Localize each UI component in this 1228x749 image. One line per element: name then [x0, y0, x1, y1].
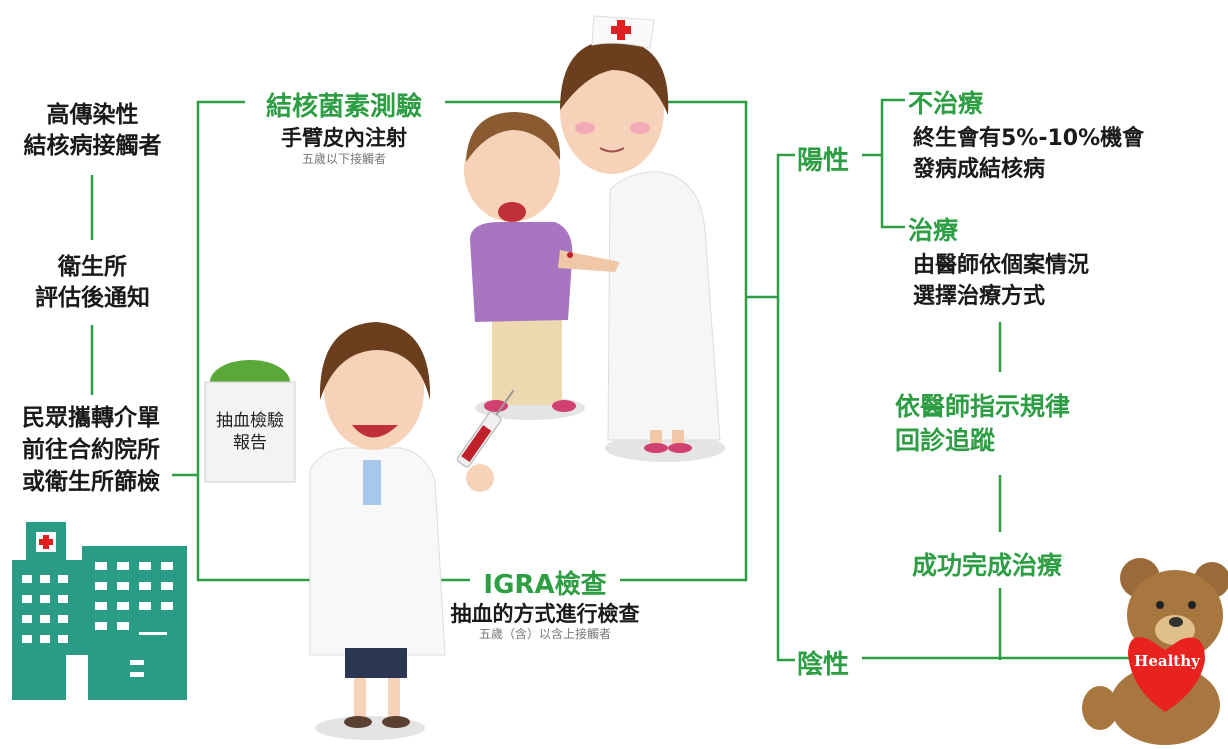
boy-illustration [464, 112, 620, 420]
tst-note: 五歲以下接觸者 [301, 152, 386, 166]
no-treatment-desc: 終生會有5%-10%機會 發病成結核病 [913, 123, 1144, 185]
followup-text: 依醫師指示規律 回診追蹤 [895, 390, 1070, 458]
report-label-line1: 抽血檢驗 [216, 411, 284, 431]
treatment-desc-line2: 選擇治療方式 [913, 284, 1046, 309]
treatment-desc: 由醫師依個案情況 選擇治療方式 [913, 250, 1089, 312]
treatment-desc-line1: 由醫師依個案情況 [913, 253, 1090, 278]
igra-note: 五歲（含）以含上接觸者 [478, 627, 611, 641]
igra-method: 抽血的方式進行檢查 [450, 602, 640, 626]
result-negative: 陰性 [797, 650, 850, 680]
nurse-illustration [560, 15, 725, 462]
doctor-illustration [309, 322, 515, 740]
no-treatment-title: 不治療 [908, 89, 984, 118]
step-referral-line1: 民眾攜轉介單 [22, 405, 160, 431]
hospital-icon [12, 522, 187, 700]
followup-line1: 依醫師指示規律 [895, 392, 1071, 421]
report-label-line2: 報告 [233, 433, 267, 453]
igra-title: IGRA檢查 [483, 570, 607, 600]
followup-line2: 回診追蹤 [895, 426, 996, 455]
result-positive: 陽性 [797, 146, 850, 176]
report-label: 抽血檢驗 報告 [205, 410, 295, 454]
tst-method: 手臂皮內注射 [281, 126, 407, 150]
no-treatment-desc-line2: 發病成結核病 [913, 157, 1046, 182]
teddy-bear-illustration [1082, 558, 1228, 745]
step-contact-line1: 高傳染性 [46, 102, 139, 128]
no-treatment-desc-line1: 終生會有5%-10%機會 [913, 126, 1145, 151]
step-contact: 高傳染性 結核病接觸者 [10, 100, 175, 162]
tst-title: 結核菌素測驗 [265, 92, 422, 122]
step-referral-line2: 前往合約院所 [22, 437, 160, 463]
step-contact-line2: 結核病接觸者 [23, 133, 162, 159]
treatment-title: 治療 [908, 216, 959, 245]
step-referral-line3: 或衛生所篩檢 [22, 469, 160, 495]
step-health-station-line1: 衛生所 [58, 254, 127, 280]
report-card [204, 360, 296, 483]
complete-text: 成功完成治療 [912, 551, 1063, 580]
step-referral: 民眾攜轉介單 前往合約院所 或衛生所篩檢 [6, 402, 176, 498]
bear-heart-label: Healthy [1134, 652, 1200, 670]
step-health-station-line2: 評估後通知 [35, 285, 150, 311]
step-health-station: 衛生所 評估後通知 [10, 252, 175, 314]
